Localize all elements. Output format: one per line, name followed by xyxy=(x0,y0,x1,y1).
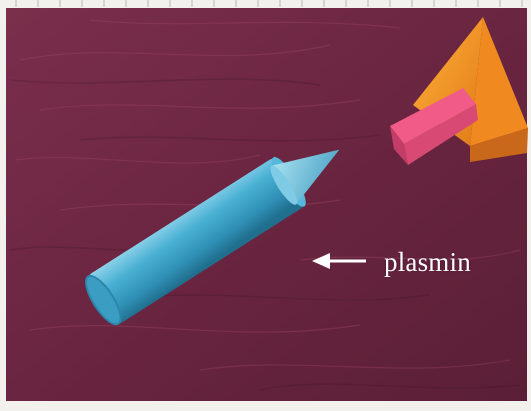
plasmin-label: plasmin xyxy=(384,247,471,278)
